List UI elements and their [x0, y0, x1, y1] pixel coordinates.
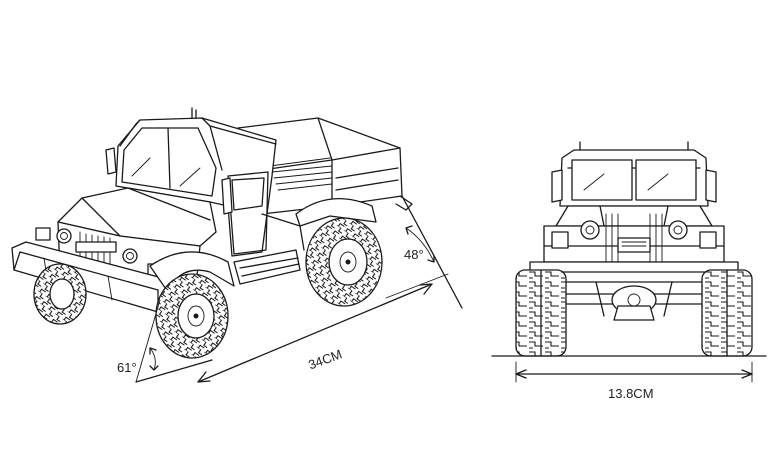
rear-right-wheel — [305, 217, 383, 307]
truck-perspective-view — [11, 107, 413, 359]
chassis — [233, 213, 305, 285]
approach-angle-label: 61° — [117, 360, 137, 375]
departure-angle-label: 48° — [404, 247, 424, 262]
length-dimension: 34CM — [197, 283, 433, 383]
cab — [105, 107, 277, 257]
front-right-tire — [701, 269, 753, 357]
front-right-wheel — [155, 273, 229, 359]
width-dimension: 13.8CM — [515, 361, 753, 401]
front-left-wheel — [33, 263, 87, 325]
front-left-tire — [515, 269, 567, 357]
length-label: 34CM — [306, 346, 344, 372]
truck-front-view — [529, 141, 739, 321]
departure-angle-dimension: 48° — [385, 195, 463, 309]
approach-angle-dimension: 61° — [117, 299, 213, 383]
width-label: 13.8CM — [608, 386, 654, 401]
cargo-bed — [237, 117, 413, 227]
